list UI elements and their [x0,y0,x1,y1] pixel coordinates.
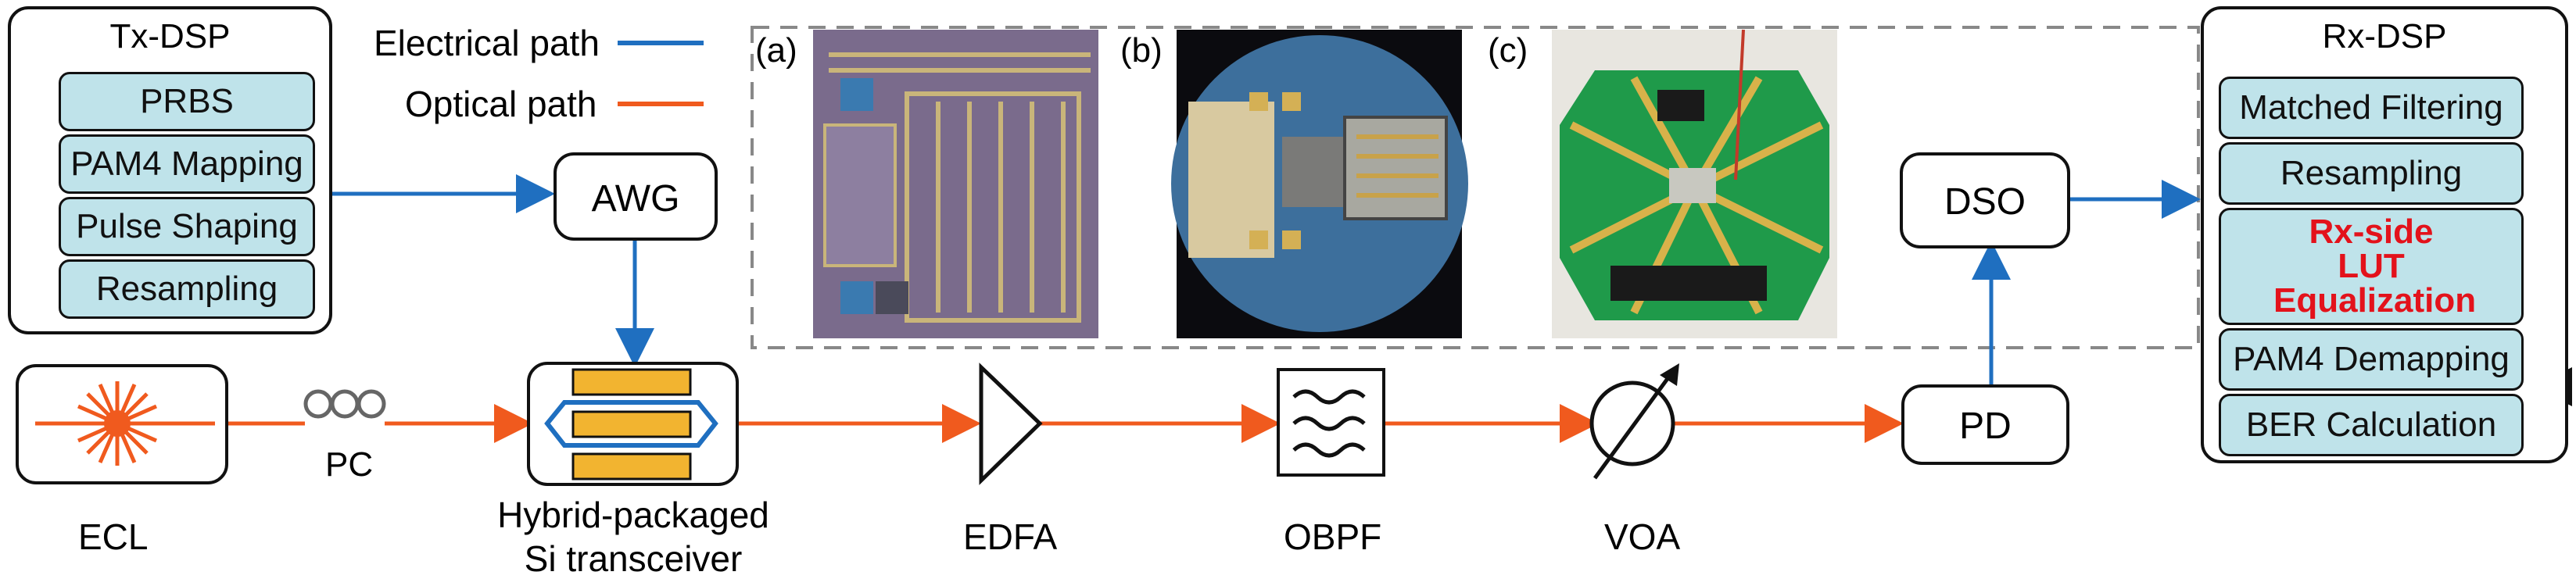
transceiver-icon [527,362,739,486]
rx-dsp-item-pam4-demapping: PAM4 Demapping [2219,328,2524,391]
edfa-icon [979,363,1043,485]
polarization-controller-icon [303,389,386,419]
rx-dsp-item-lut-equalization-label: Rx-side LUT Equalization [2273,213,2477,320]
pd-label: PD [1959,406,2012,447]
packaged-module-photo [1171,30,1468,338]
transceiver-label-line1: Hybrid-packaged [497,495,769,535]
tx-dsp-item-pulse-shaping: Pulse Shaping [59,197,315,256]
photo-label-c: (c) [1488,31,1528,70]
tx-dsp-item-pam4-mapping: PAM4 Mapping [59,134,315,194]
filter-icon [1277,368,1385,477]
awg-label: AWG [591,178,680,220]
tx-dsp-item-prbs: PRBS [59,72,315,131]
pc-label: PC [325,445,374,484]
dso-block: DSO [1900,152,2070,248]
legend-optical-label: Optical path [405,84,597,124]
rx-dsp-title: Rx-DSP [2322,17,2447,55]
ecl-label: ECL [78,516,149,557]
voa-label: VOA [1604,516,1681,557]
tx-dsp-title: Tx-DSP [109,17,231,55]
rx-dsp-item-resampling: Resampling [2219,142,2524,205]
edfa-label: EDFA [963,516,1058,557]
rx-dsp-item-lut-equalization: Rx-side LUT Equalization [2219,208,2524,325]
dso-label: DSO [1944,181,2026,223]
obpf-label: OBPF [1284,516,1382,557]
legend-electrical-label: Electrical path [374,23,600,63]
awg-block: AWG [554,152,718,241]
rx-dsp-item-ber-calculation: BER Calculation [2219,394,2524,456]
rx-dsp-item-matched-filtering: Matched Filtering [2219,77,2524,139]
laser-icon [16,364,228,484]
transceiver-label-line2: Si transceiver [524,538,743,579]
photo-label-a: (a) [755,31,797,70]
pd-block: PD [1901,384,2069,465]
attenuator-icon [1589,363,1679,480]
tx-dsp-item-resampling: Resampling [59,259,315,319]
chip-micrograph-photo [813,30,1098,338]
pcb-photo [1552,29,1837,338]
photo-label-b: (b) [1120,31,1163,70]
